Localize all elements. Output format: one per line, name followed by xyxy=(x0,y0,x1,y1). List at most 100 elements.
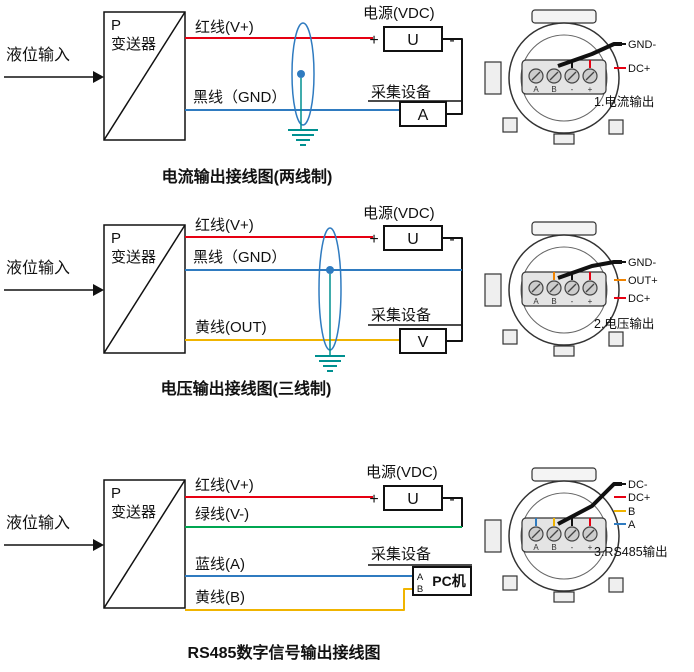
input-label: 液位输入 xyxy=(6,46,70,64)
device-label: 采集设备 xyxy=(371,84,431,101)
terminal-label: + xyxy=(588,543,593,552)
terminal-label: A xyxy=(533,543,539,552)
shield-junction-dot xyxy=(326,266,334,274)
power-u-label: U xyxy=(407,231,419,248)
head-side-gland xyxy=(484,519,502,553)
transmitter-head-1: A B - + GND- DC+ 1.电流输出 xyxy=(484,9,656,145)
head-cap xyxy=(531,467,597,482)
screw-slot xyxy=(531,283,541,293)
screw-slot xyxy=(585,529,595,539)
shield-ellipse xyxy=(291,22,315,126)
terminal-block xyxy=(521,59,607,95)
screw-slot xyxy=(531,529,541,539)
pc-terminal-a-label: A xyxy=(417,572,424,583)
input-arrow-head-icon xyxy=(93,539,104,551)
device-v-box xyxy=(399,328,447,354)
head-lead-label: DC+ xyxy=(628,492,650,504)
pc-label: PC机 xyxy=(432,573,465,589)
head-bottom-right-lug xyxy=(608,577,624,593)
head-side-gland xyxy=(484,273,502,307)
device-a-label: A xyxy=(418,107,429,124)
screw-slot xyxy=(531,71,541,81)
power-label: 电源(VDC) xyxy=(366,464,438,481)
head-lead-label: GND- xyxy=(628,39,656,51)
terminal-label: - xyxy=(571,543,574,552)
yellow-b-wire xyxy=(185,588,413,611)
transmitter-p-label: P xyxy=(111,17,121,34)
red-wire-label: 红线(V+) xyxy=(195,19,254,36)
head-lead-label: OUT+ xyxy=(628,275,658,287)
yellow-wire-label: 黄线(B) xyxy=(195,589,245,606)
green-wire-label: 绿线(V-) xyxy=(195,506,249,523)
transmitter-diagonal xyxy=(103,479,186,609)
terminal-label: A xyxy=(533,297,539,306)
section-current-output: 液位输入 P 变送器 红线(V+) 电源(VDC) + U - 黑线（GND） … xyxy=(4,5,656,186)
device-label: 采集设备 xyxy=(371,307,431,324)
terminal-label: - xyxy=(571,85,574,94)
shield-junction-dot xyxy=(297,70,305,78)
head-caption: 3.RS485输出 xyxy=(594,544,668,559)
transmitter-name-label: 变送器 xyxy=(111,504,156,521)
power-u-box xyxy=(383,485,443,511)
screw-slot xyxy=(549,283,559,293)
head-cap xyxy=(531,9,597,24)
terminal-label: B xyxy=(551,85,556,94)
head-lead-label: DC+ xyxy=(628,293,650,305)
minus-terminal-label: - xyxy=(449,491,454,508)
power-u-box xyxy=(383,225,443,251)
head-bottom-left-lug xyxy=(502,117,518,133)
head-bottom-right-lug xyxy=(608,119,624,135)
head-lead-label: DC- xyxy=(628,479,648,491)
head-bottom-left-lug xyxy=(502,329,518,345)
terminal-label: B xyxy=(551,297,556,306)
transmitter-name-label: 变送器 xyxy=(111,36,156,53)
section-caption: 电压输出接线图(三线制) xyxy=(161,379,332,398)
head-lead-label: B xyxy=(628,506,635,518)
terminal-label: - xyxy=(571,297,574,306)
head-bottom-right-lug xyxy=(608,331,624,347)
input-arrow-head-icon xyxy=(93,71,104,83)
terminal-label: A xyxy=(533,85,539,94)
input-label: 液位输入 xyxy=(6,259,70,277)
device-v-label: V xyxy=(418,334,429,351)
head-caption: 2.电压输出 xyxy=(594,316,654,331)
terminal-block xyxy=(521,517,607,553)
section-caption: 电流输出接线图(两线制) xyxy=(162,167,333,186)
section-rs485-output: 液位输入 P 变送器 红线(V+) 电源(VDC) + U - 绿线(V-) 蓝… xyxy=(4,464,668,662)
minus-terminal-label: - xyxy=(449,231,454,248)
screw-slot xyxy=(567,529,577,539)
screw-slot xyxy=(567,71,577,81)
head-bottom-stem xyxy=(553,133,575,145)
screw-slot xyxy=(567,283,577,293)
red-wire-label: 红线(V+) xyxy=(195,217,254,234)
head-lead-label: GND- xyxy=(628,257,656,269)
screw-slot xyxy=(585,71,595,81)
blue-wire-label: 蓝线(A) xyxy=(195,556,245,573)
transmitter-diagonal xyxy=(103,224,186,354)
terminal-label: + xyxy=(588,85,593,94)
head-side-gland xyxy=(484,61,502,95)
red-wire-label: 红线(V+) xyxy=(195,477,254,494)
terminal-block xyxy=(521,271,607,307)
input-label: 液位输入 xyxy=(6,514,70,532)
black-wire-label: 黑线（GND） xyxy=(193,249,286,266)
ground-symbol-icon xyxy=(315,355,345,372)
device-label: 采集设备 xyxy=(371,546,431,563)
transmitter-head-3: A B - + DC- DC+ B A 3.RS485输出 xyxy=(484,467,668,603)
screw-slot xyxy=(549,529,559,539)
plus-terminal-label: + xyxy=(369,491,378,508)
transmitter-diagonal xyxy=(103,11,186,141)
head-bottom-left-lug xyxy=(502,575,518,591)
yellow-wire-label: 黄线(OUT) xyxy=(195,319,267,336)
plus-terminal-label: + xyxy=(369,32,378,49)
power-u-label: U xyxy=(407,491,419,508)
screw-slot xyxy=(549,71,559,81)
pc-box xyxy=(412,566,472,596)
terminal-label: + xyxy=(588,297,593,306)
device-a-box xyxy=(399,101,447,127)
section-voltage-output: 液位输入 P 变送器 红线(V+) 电源(VDC) + U - 黑线（GND） … xyxy=(4,205,658,398)
screw-slot xyxy=(585,283,595,293)
pc-terminal-b-label: B xyxy=(417,584,423,595)
